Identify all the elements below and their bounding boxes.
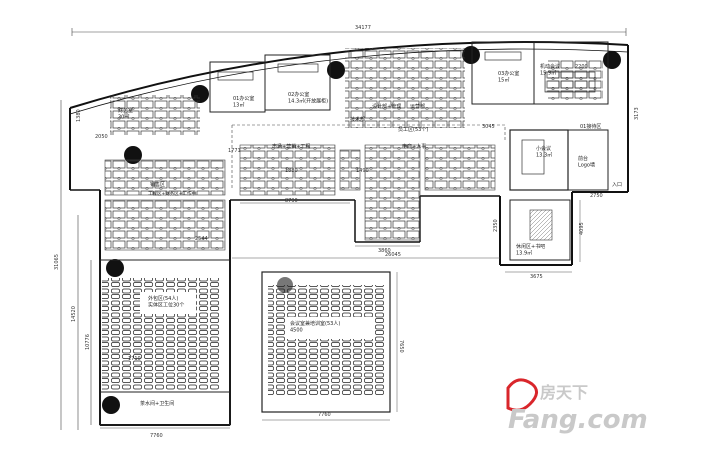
dim-row-g: 2750 bbox=[590, 193, 603, 199]
outsource-area bbox=[99, 259, 231, 426]
label-staff-area: 员工区(53个) bbox=[398, 127, 428, 133]
label-door: 入口 bbox=[612, 182, 622, 188]
label-design: 设计部+管理 bbox=[372, 103, 401, 110]
label-tea: 茶水间+卫生间 bbox=[140, 400, 174, 407]
dim-row-b: 1490 bbox=[356, 168, 369, 174]
label-sales: 销售区 bbox=[150, 181, 165, 188]
dim-right-vert-2: 2350 bbox=[493, 219, 499, 232]
dim-right-top: 3173 bbox=[634, 107, 640, 120]
dim-bottom-left: 7760 bbox=[150, 433, 163, 439]
dim-inset-bottom: 7760 bbox=[318, 412, 331, 418]
label-pm: 市场+营销+工程 bbox=[272, 143, 310, 150]
dimension-top: 34177 bbox=[71, 25, 627, 36]
corridor-outline bbox=[231, 124, 506, 190]
watermark-en: Fang.com bbox=[508, 405, 648, 435]
label-electrical: 电商+人事 bbox=[402, 143, 426, 150]
dim-right-box: 3675 bbox=[530, 274, 543, 280]
dim-mid-run: 8790 bbox=[285, 198, 298, 204]
watermark: 房天下 Fang.com bbox=[506, 378, 648, 435]
label-outsource: 外包区(54人)实体区工位30个 bbox=[148, 295, 184, 308]
dim-right-vert: 4095 bbox=[579, 222, 585, 235]
dim-row-e: 3045 bbox=[482, 124, 495, 130]
dim-left-inner: 10776 bbox=[85, 334, 91, 350]
dim-misc-2: 2050 bbox=[95, 134, 108, 140]
dim-left-lower: 14520 bbox=[71, 306, 77, 322]
training-room-inset: 7760 7650 bbox=[261, 271, 404, 421]
label-training: 会议室兼培训室(53人)4500 bbox=[290, 320, 340, 333]
label-engineering: 工程区+财务区+工作中 bbox=[148, 190, 197, 197]
workstation-clusters bbox=[104, 60, 603, 251]
dim-top-label: 34177 bbox=[355, 25, 371, 31]
label-lobby: 01接待区 bbox=[580, 123, 601, 130]
watermark-cn: 房天下 bbox=[540, 383, 588, 402]
dim-misc-3: 1771 bbox=[228, 148, 241, 154]
dim-left-label: 31065 bbox=[54, 254, 60, 270]
dim-inset-right: 7650 bbox=[398, 340, 404, 353]
dim-center-small: 3860 bbox=[378, 248, 391, 254]
right-block bbox=[509, 129, 609, 261]
dim-mid-run-2: 26045 bbox=[385, 252, 401, 258]
top-offices bbox=[110, 41, 609, 135]
label-tech: 技术部 bbox=[350, 116, 365, 123]
watermark-logo-icon bbox=[506, 378, 538, 412]
label-ops: 运营部 bbox=[410, 103, 425, 110]
dim-misc-1: 1380 bbox=[76, 109, 82, 122]
dimension-left: 31065 14520 10776 bbox=[54, 100, 92, 430]
